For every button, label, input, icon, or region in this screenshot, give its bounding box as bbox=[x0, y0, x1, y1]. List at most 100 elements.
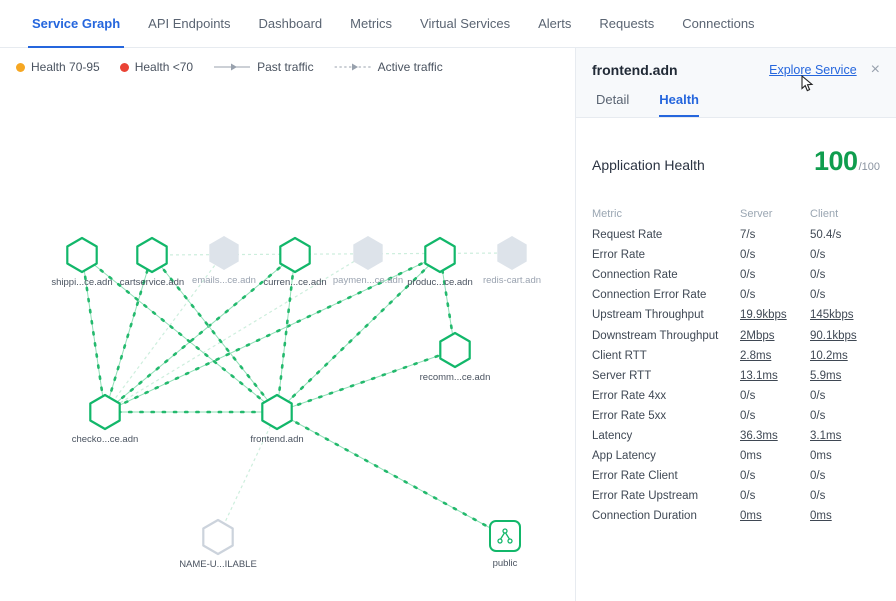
hexagon-node-icon bbox=[89, 393, 121, 431]
panel-tab-detail[interactable]: Detail bbox=[596, 92, 630, 107]
metric-name: Error Rate bbox=[592, 249, 646, 262]
node-label: frontend.adn bbox=[250, 434, 303, 445]
metric-client-value: 0/s bbox=[810, 490, 826, 503]
node-label: recomm...ce.adn bbox=[420, 372, 491, 383]
metric-client-value: 0/s bbox=[810, 269, 826, 282]
metric-name: Connection Rate bbox=[592, 269, 678, 282]
metric-client-value[interactable]: 5.9ms bbox=[810, 369, 842, 382]
metric-server-value[interactable]: 19.9kbps bbox=[740, 309, 787, 322]
graph-node-unavailable[interactable]: NAME-U...ILABLE bbox=[179, 518, 257, 570]
metric-server-value: 7/s bbox=[740, 229, 756, 242]
graph-node-shipping[interactable]: shippi...ce.adn bbox=[51, 236, 113, 288]
graph-node-recommendation[interactable]: recomm...ce.adn bbox=[420, 331, 491, 383]
graph-node-cartservice[interactable]: cartservice.adn bbox=[120, 236, 184, 288]
legend-label: Past traffic bbox=[257, 60, 314, 74]
node-label: shippi...ce.adn bbox=[51, 277, 112, 288]
graph-node-emailservice[interactable]: emails...ce.adn bbox=[192, 236, 256, 286]
metric-client-value: 0/s bbox=[810, 289, 826, 302]
service-graph-canvas[interactable]: Health 70-95 Health <70 Past traffic Active… bbox=[0, 48, 576, 601]
nav-tab-alerts[interactable]: Alerts bbox=[538, 16, 572, 31]
graph-edge-cartservice-redis bbox=[151, 252, 513, 256]
graph-edge-frontend-recommendation bbox=[275, 348, 457, 414]
mouse-cursor-icon bbox=[801, 75, 814, 92]
close-icon[interactable]: × bbox=[870, 61, 880, 78]
hexagon-node-icon bbox=[209, 236, 239, 270]
metric-server-value[interactable]: 2.8ms bbox=[740, 349, 772, 362]
metric-name: Server RTT bbox=[592, 369, 652, 382]
metric-header-server: Server bbox=[740, 208, 773, 220]
metric-server-value: 0/s bbox=[740, 490, 756, 503]
graph-edge-checkout-cartservice bbox=[103, 253, 154, 414]
health-score-max: /100 bbox=[858, 161, 880, 173]
metric-server-value: 0/s bbox=[740, 269, 756, 282]
nav-tab-connections[interactable]: Connections bbox=[682, 16, 755, 31]
metric-server-value: 0/s bbox=[740, 470, 756, 483]
metric-server-value[interactable]: 0ms bbox=[740, 510, 762, 523]
metric-server-value: 0/s bbox=[740, 249, 756, 262]
explore-service-link[interactable]: Explore Service bbox=[769, 63, 857, 77]
top-nav: Service Graph API Endpoints Dashboard Metri… bbox=[0, 0, 896, 48]
metric-server-value: 0/s bbox=[740, 289, 756, 302]
nav-tab-virtual-services[interactable]: Virtual Services bbox=[420, 16, 511, 31]
metric-client-value[interactable]: 10.2ms bbox=[810, 349, 848, 362]
node-label: public bbox=[493, 558, 518, 569]
main-area: Health 70-95 Health <70 Past traffic Active… bbox=[0, 48, 896, 601]
metric-client-value: 0/s bbox=[810, 409, 826, 422]
service-graph-svg: shippi...ce.adn cartservice.adn emails...c… bbox=[51, 236, 541, 570]
hexagon-node-icon bbox=[353, 236, 383, 270]
metric-client-value[interactable]: 145kbps bbox=[810, 309, 854, 322]
legend-label: Active traffic bbox=[377, 60, 443, 74]
node-label: cartservice.adn bbox=[120, 277, 184, 288]
graph-node-currency[interactable]: curren...ce.adn bbox=[263, 236, 327, 288]
legend-item-2: Past traffic bbox=[213, 60, 314, 74]
hexagon-node-icon bbox=[424, 236, 456, 274]
metric-name: Error Rate 5xx bbox=[592, 409, 667, 422]
metric-client-value[interactable]: 3.1ms bbox=[810, 429, 842, 442]
graph-edge-public-frontend bbox=[275, 410, 507, 538]
metric-name: App Latency bbox=[592, 450, 656, 463]
legend-item-3: Active traffic bbox=[334, 60, 443, 74]
graph-edge-frontend-product bbox=[275, 253, 442, 414]
node-label: curren...ce.adn bbox=[263, 277, 326, 288]
nav-tab-requests[interactable]: Requests bbox=[599, 16, 655, 31]
legend-dot-icon bbox=[16, 62, 25, 72]
legend-dot-icon bbox=[119, 62, 129, 72]
metric-client-value[interactable]: 90.1kbps bbox=[810, 329, 857, 342]
metric-client-value: 0/s bbox=[810, 470, 826, 483]
node-label: produc...ce.adn bbox=[407, 277, 473, 288]
nav-tab-service-graph[interactable]: Service Graph bbox=[18, 0, 134, 48]
hexagon-node-icon bbox=[497, 236, 527, 270]
metric-name: Latency bbox=[592, 429, 633, 442]
hexagon-node-icon bbox=[261, 393, 293, 431]
nav-tab-dashboard[interactable]: Dashboard bbox=[258, 16, 323, 31]
graph-edge-frontend-currency bbox=[275, 253, 297, 414]
metric-server-value[interactable]: 13.1ms bbox=[740, 369, 778, 382]
nav-tab-api-endpoints[interactable]: API Endpoints bbox=[148, 16, 231, 31]
metric-name: Request Rate bbox=[592, 229, 663, 242]
metric-client-value[interactable]: 0ms bbox=[810, 510, 832, 523]
panel-tab-health[interactable]: Health bbox=[659, 92, 699, 117]
legend-item-0: Health 70-95 bbox=[16, 60, 100, 74]
metric-client-value: 50.4/s bbox=[810, 229, 842, 242]
graph-node-product[interactable]: produc...ce.adn bbox=[407, 236, 473, 288]
metric-server-value[interactable]: 36.3ms bbox=[740, 429, 778, 442]
metric-server-value: 0/s bbox=[740, 409, 756, 422]
graph-node-redis[interactable]: redis-cart.adn bbox=[483, 236, 541, 286]
legend-label: Health <70 bbox=[134, 60, 194, 74]
legend-label: Health 70-95 bbox=[31, 60, 100, 74]
metric-header-metric: Metric bbox=[592, 208, 622, 220]
metric-header-client: Client bbox=[810, 208, 839, 220]
metric-name: Client RTT bbox=[592, 349, 647, 362]
nav-tab-metrics[interactable]: Metrics bbox=[350, 16, 393, 31]
metric-table-header: Metric Server Client bbox=[592, 203, 880, 225]
graph-node-checkout[interactable]: checko...ce.adn bbox=[72, 393, 139, 445]
graph-node-payment[interactable]: paymen...ce.adn bbox=[333, 236, 403, 286]
graph-node-frontend[interactable]: frontend.adn bbox=[250, 393, 304, 445]
graph-node-public[interactable]: public bbox=[489, 520, 521, 569]
metric-server-value[interactable]: 2Mbps bbox=[740, 329, 775, 342]
